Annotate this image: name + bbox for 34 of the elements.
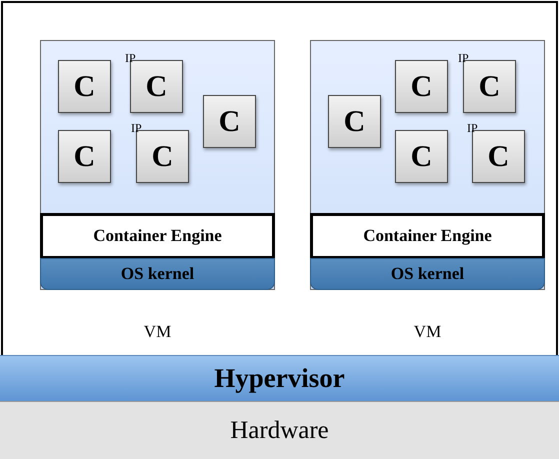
container-box bbox=[58, 130, 111, 183]
container-letter: C bbox=[488, 140, 510, 174]
container-letter: C bbox=[74, 70, 96, 104]
hypervisor-label: Hypervisor bbox=[214, 363, 345, 394]
container-box bbox=[328, 95, 381, 148]
container-letter: C bbox=[146, 70, 168, 104]
kernel-label: OS kernel bbox=[120, 264, 194, 284]
hardware-label: Hardware bbox=[230, 416, 329, 444]
ip-tag: IP bbox=[125, 52, 136, 64]
ip-tag: IP bbox=[467, 122, 478, 134]
os-kernel-bar bbox=[40, 258, 275, 290]
hardware-band bbox=[0, 401, 559, 459]
ip-tag: IP bbox=[458, 52, 469, 64]
vm-label: VM bbox=[142, 322, 172, 342]
container-box bbox=[395, 60, 448, 113]
container-letter: C bbox=[218, 104, 240, 138]
hypervisor-band bbox=[0, 355, 559, 401]
container-letter: C bbox=[152, 140, 174, 174]
vm-label: VM bbox=[412, 322, 442, 342]
container-engine-box bbox=[40, 213, 275, 259]
container-box bbox=[395, 130, 448, 183]
container-letter: C bbox=[74, 140, 96, 174]
container-letter: C bbox=[410, 70, 432, 104]
container-box bbox=[203, 95, 256, 148]
kernel-label: OS kernel bbox=[390, 264, 464, 284]
engine-label: Container Engine bbox=[363, 226, 492, 246]
container-letter: C bbox=[410, 140, 432, 174]
container-engine-box bbox=[310, 213, 545, 259]
container-letter: C bbox=[478, 70, 500, 104]
container-letter: C bbox=[344, 104, 366, 138]
ip-tag: IP bbox=[131, 122, 142, 134]
container-box bbox=[58, 60, 111, 113]
os-kernel-bar bbox=[310, 258, 545, 290]
engine-label: Container Engine bbox=[93, 226, 222, 246]
